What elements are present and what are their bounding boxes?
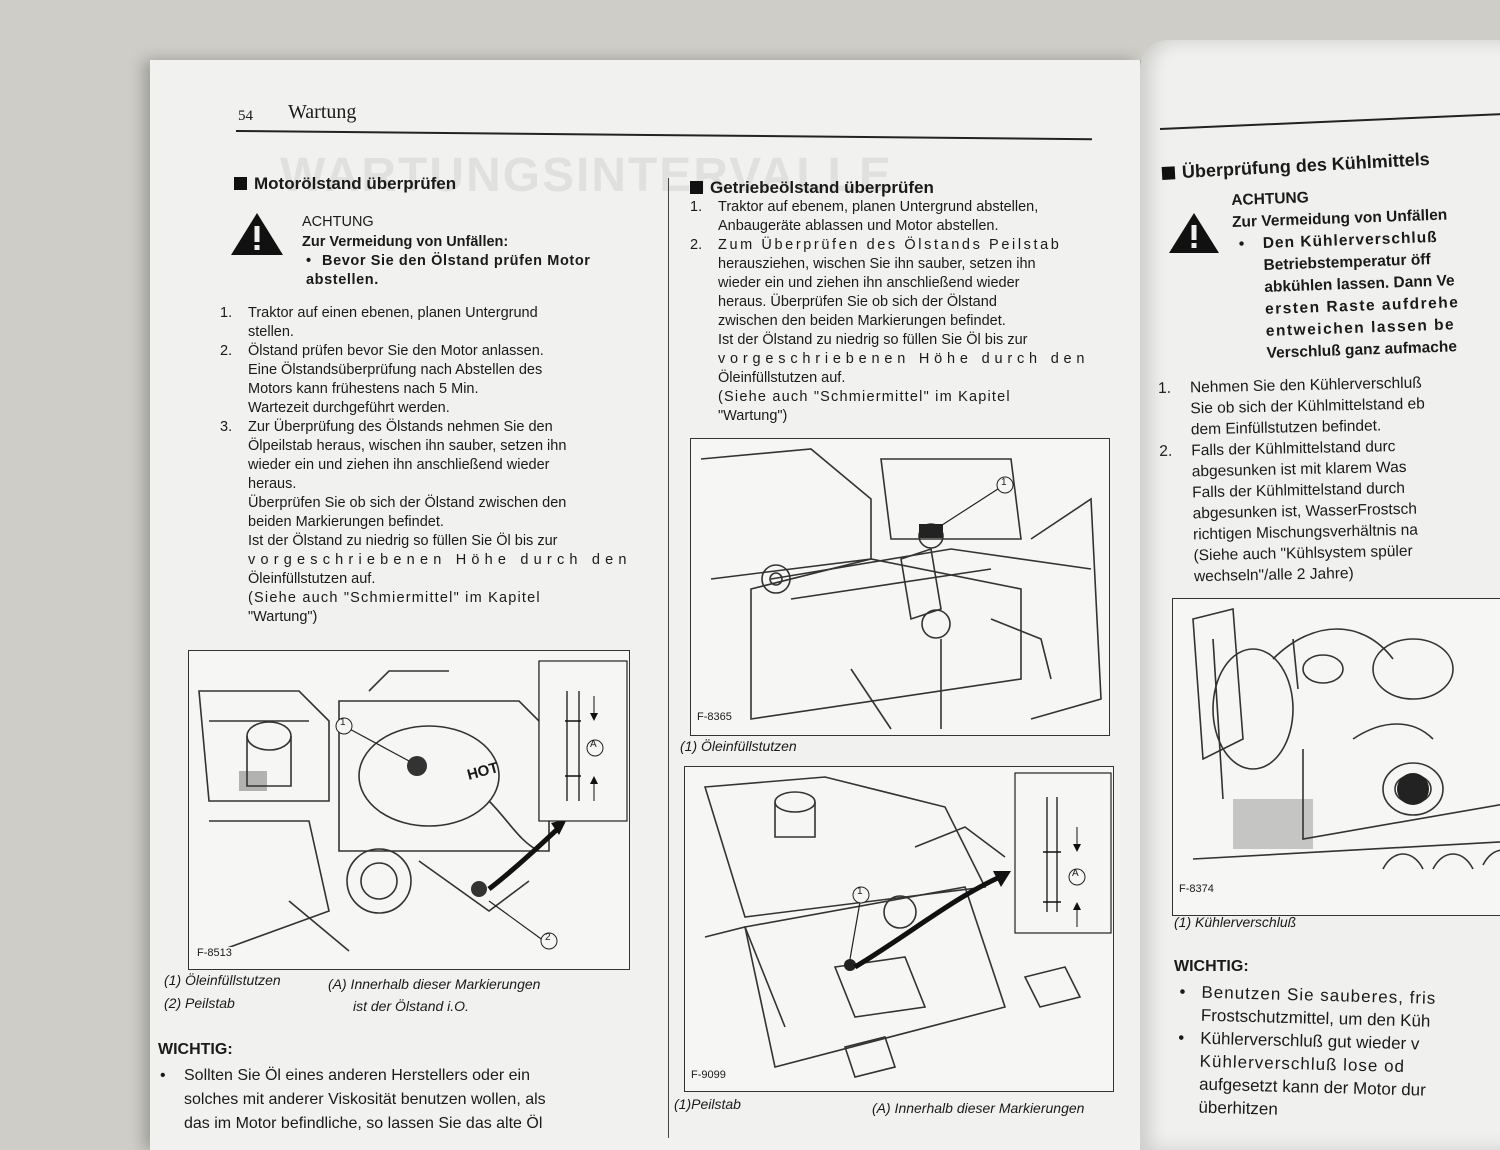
- gearbox-dipstick-figure: 1 A F-9099: [684, 766, 1114, 1092]
- motor-oil-heading: Motorölstand überprüfen: [234, 174, 456, 194]
- dipstick-caption-a: (A) Innerhalb dieser Markierungen: [872, 1100, 1085, 1116]
- caption-1: (1) Öleinfüllstutzen: [164, 972, 281, 988]
- callout-1: 1: [1001, 477, 1007, 488]
- dipstick-caption-1: (1)Peilstab: [674, 1096, 741, 1112]
- callout-2: 2: [545, 932, 551, 943]
- warning-subtitle: Zur Vermeidung von Unfällen:: [302, 234, 509, 250]
- radiator-illustration: [1192, 607, 1500, 870]
- callout-a: A: [1072, 868, 1079, 879]
- step-3: 3. Zur Überprüfung des Ölstands nehmen S…: [220, 419, 632, 625]
- figure-id: F-8513: [195, 947, 234, 959]
- step-2: 2. Ölstand prüfen bevor Sie den Motor an…: [220, 343, 544, 416]
- radiator-caption: (1) Kühlerverschluß: [1174, 914, 1297, 930]
- figure-id: F-8365: [695, 711, 734, 723]
- figure-id: F-8374: [1177, 883, 1216, 895]
- engine-figure: 1 2 A HOT F-8513: [188, 650, 630, 970]
- gearbox-fill-figure: 1 F-8365: [690, 438, 1110, 736]
- coolant-important-title: WICHTIG:: [1174, 958, 1249, 975]
- motor-oil-steps: 1. Traktor auf einen ebenen, planen Unte…: [220, 304, 640, 627]
- page-title: Wartung: [288, 101, 357, 123]
- left-page: WARTUNGSINTERVALLE 54 Wartung Motorölsta…: [150, 60, 1140, 1150]
- bleed-through-text: WARTUNGSINTERVALLE: [280, 149, 893, 202]
- header-rule: [235, 130, 1092, 141]
- warning-title: ACHTUNG: [302, 214, 374, 230]
- header-rule: [1159, 111, 1500, 130]
- figure-id: F-9099: [689, 1069, 728, 1081]
- gear-oil-heading: Getriebeölstand überprüfen: [690, 178, 934, 198]
- radiator-figure: F-8374: [1172, 598, 1500, 916]
- step-1: 1. Traktor auf einen ebenen, planen Unte…: [220, 305, 538, 340]
- callout-1: 1: [340, 717, 346, 728]
- callout-1: 1: [857, 886, 863, 897]
- column-divider: [668, 178, 669, 1138]
- coolant-important-text: •Benutzen Sie sauberes, fris Frostschutz…: [1178, 982, 1437, 1119]
- page-number: 54: [238, 108, 253, 124]
- warning-bullet: •Bevor Sie den Ölstand prüfen Motor abst…: [306, 253, 591, 288]
- coolant-heading: Überprüfung des Kühlmittels: [1161, 149, 1430, 184]
- important-title: WICHTIG:: [158, 1041, 233, 1058]
- engine-illustration: [198, 660, 628, 952]
- gearbox-fill-illustration: [700, 448, 1102, 730]
- warning-triangle-icon: [1169, 213, 1219, 253]
- important-text: •Sollten Sie Öl eines anderen Hersteller…: [160, 1067, 546, 1132]
- caption-2: (2) Peilstab: [164, 995, 235, 1011]
- caption-a2: ist der Ölstand i.O.: [353, 998, 469, 1014]
- right-page: Überprüfung des Kühlmittels ACHTUNG Zur …: [1140, 40, 1500, 1150]
- gearbox-dipstick-illustration: [703, 772, 1112, 1078]
- gear-oil-steps: 1. Traktor auf ebenem, planen Untergrund…: [690, 198, 1106, 426]
- caption-a1: (A) Innerhalb dieser Markierungen: [328, 976, 541, 992]
- coolant-warning: ACHTUNG Zur Vermeidung von Unfällen •Den…: [1230, 189, 1460, 362]
- warning-triangle-icon: [231, 213, 283, 255]
- gear-step-1: 1. Traktor auf ebenem, planen Untergrund…: [690, 199, 1039, 234]
- callout-a: A: [590, 739, 597, 750]
- gearbox-fill-caption: (1) Öleinfüllstutzen: [680, 738, 797, 754]
